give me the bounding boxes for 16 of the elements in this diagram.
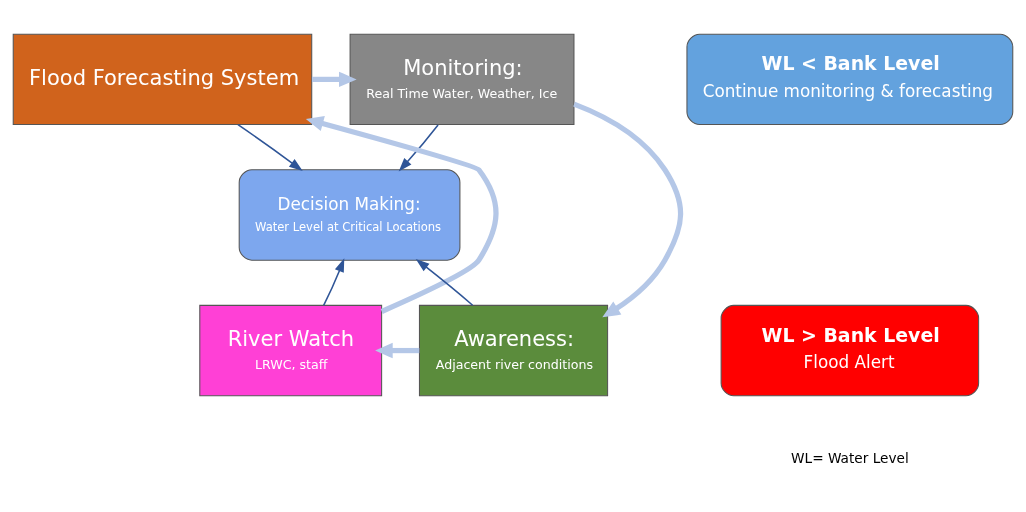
node-box: WL > Bank Level Flood Alert: [720, 304, 980, 396]
label: WL= Water Level: [791, 449, 909, 466]
arrow: [237, 123, 303, 171]
arrow: [305, 115, 499, 314]
node-box: Flood Forecasting System: [12, 33, 313, 125]
node-box: WL < Bank Level Continue monitoring & forecasting: [686, 33, 1014, 125]
arrow: [322, 257, 345, 306]
node-box: Monitoring: Real Time Water, Weather, Ice: [349, 33, 575, 125]
arrow: [375, 342, 420, 358]
node-box: River Watch LRWC, staff: [199, 304, 383, 396]
node-box: Decision Making: Water Level at Critical Locations: [238, 168, 461, 261]
arrow: [573, 101, 684, 317]
node-box: Awareness: Adjacent river conditions: [418, 304, 609, 396]
arrow: [311, 71, 357, 87]
arrow: [415, 258, 474, 306]
arrow: [398, 123, 439, 171]
